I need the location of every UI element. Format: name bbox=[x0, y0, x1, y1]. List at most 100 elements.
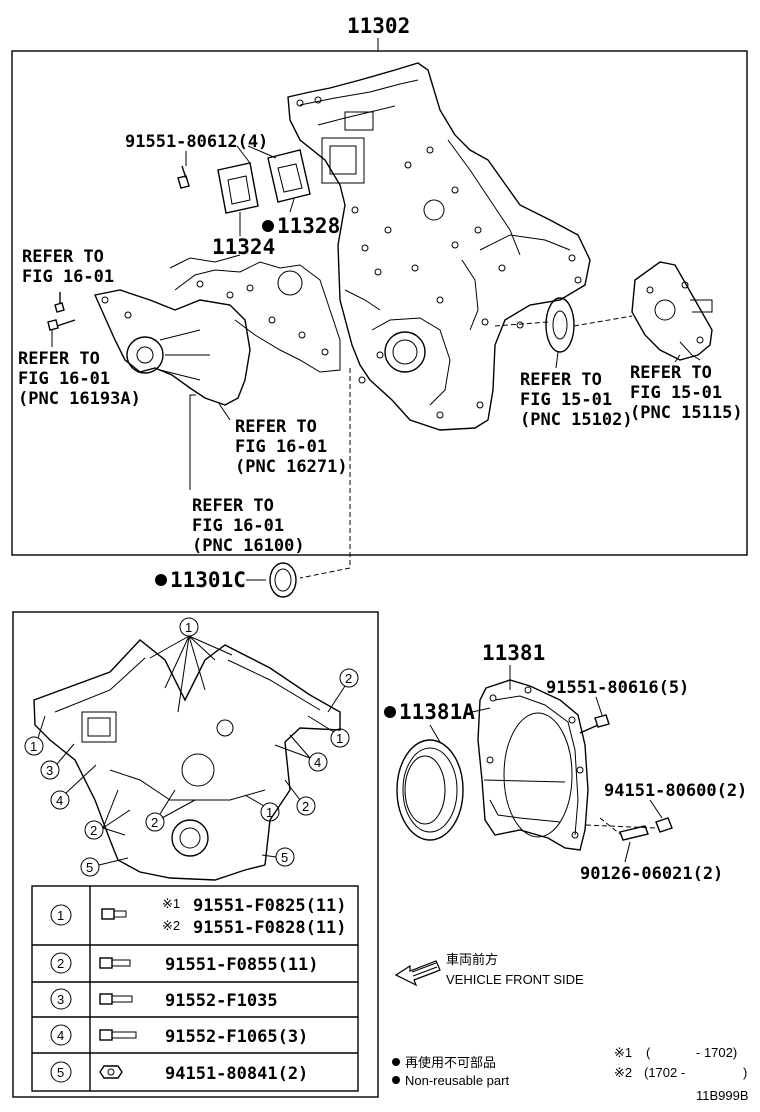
non-reusable-dot bbox=[392, 1058, 400, 1066]
label-11301c: 11301C bbox=[170, 568, 246, 592]
refer-c-line2: FIG 16-01 bbox=[235, 437, 327, 457]
bolt-91551-80616 bbox=[579, 714, 610, 734]
refer-e-line2: FIG 15-01 bbox=[520, 390, 612, 410]
refer-f-line1: REFER TO bbox=[630, 363, 712, 383]
non-reusable-dot bbox=[392, 1076, 400, 1084]
row-2-number: 2 bbox=[57, 956, 64, 971]
oil-seal-retainer bbox=[477, 679, 589, 851]
row-1-part-1: 91551-F0825(11) bbox=[193, 896, 347, 916]
nut-icon bbox=[99, 1065, 123, 1079]
oil-seal-11301c bbox=[269, 562, 297, 598]
oil-pump-rotor bbox=[545, 297, 575, 353]
svg-text:1: 1 bbox=[336, 731, 343, 746]
label-94151-80600: 94151-80600(2) bbox=[604, 781, 747, 801]
oil-pump-cover bbox=[631, 261, 713, 361]
refer-a-line1: REFER TO bbox=[22, 247, 104, 267]
date1-range: - 1702) bbox=[696, 1045, 737, 1060]
svg-text:2: 2 bbox=[90, 823, 97, 838]
refer-b-line3: (PNC 16193A) bbox=[18, 389, 141, 409]
row-4-part: 91552-F1065(3) bbox=[165, 1027, 308, 1047]
refer-d-line3: (PNC 16100) bbox=[192, 536, 305, 556]
date1-open: ( bbox=[646, 1045, 651, 1060]
svg-text:3: 3 bbox=[46, 763, 53, 778]
row-3-part: 91552-F1035 bbox=[165, 991, 278, 1011]
table-row: 5 94151-80841(2) bbox=[50, 1061, 308, 1084]
refer-f-line2: FIG 15-01 bbox=[630, 383, 722, 403]
bolt-callout-circles: 1 2 1 1 3 4 4 1 2 2 2 5 5 bbox=[24, 617, 359, 877]
bolt-table bbox=[31, 885, 359, 1092]
non-reusable-dot bbox=[155, 574, 167, 586]
bolt-icon bbox=[99, 1029, 137, 1041]
gasket-11328 bbox=[267, 149, 311, 203]
vehicle-front-arrow-icon bbox=[394, 960, 441, 987]
oil-seal-11381a bbox=[396, 739, 464, 841]
row-1-part-2: 91551-F0828(11) bbox=[193, 918, 347, 938]
refer-b-line2: FIG 16-01 bbox=[18, 369, 110, 389]
diagram-id: 11B999B bbox=[696, 1088, 749, 1103]
refer-d-line2: FIG 16-01 bbox=[192, 516, 284, 536]
bolt-91551-80612 bbox=[177, 165, 190, 189]
bolt-location-panel bbox=[12, 611, 379, 1098]
svg-text:4: 4 bbox=[314, 755, 321, 770]
row-4-number: 4 bbox=[57, 1028, 64, 1043]
svg-text:1: 1 bbox=[30, 739, 37, 754]
upper-panel-frame bbox=[11, 50, 748, 556]
label-11324: 11324 bbox=[212, 235, 275, 259]
table-row: 4 91552-F1065(3) bbox=[50, 1024, 308, 1047]
refer-e-line1: REFER TO bbox=[520, 370, 602, 390]
label-91551-80612: 91551-80612(4) bbox=[125, 132, 268, 152]
refer-a-line2: FIG 16-01 bbox=[22, 267, 114, 287]
svg-text:2: 2 bbox=[302, 799, 309, 814]
vehicle-front-jp: 車両前方 bbox=[446, 952, 498, 967]
row-3-number: 3 bbox=[57, 992, 64, 1007]
table-row: 2 91551-F0855(11) bbox=[50, 952, 319, 975]
svg-text:2: 2 bbox=[345, 671, 352, 686]
table-row: 1 ※1 91551-F0825(11) ※2 91551-F0828(11) bbox=[50, 896, 347, 938]
svg-text:2: 2 bbox=[151, 815, 158, 830]
date2-range: (1702 - bbox=[644, 1065, 685, 1080]
non-reusable-dot bbox=[384, 706, 396, 718]
nonreuse-en: Non-reusable part bbox=[405, 1073, 509, 1088]
refer-e-line3: (PNC 15102) bbox=[520, 410, 633, 430]
date1-mark: ※1 bbox=[614, 1045, 632, 1060]
nonreuse-jp: 再使用不可部品 bbox=[405, 1055, 496, 1070]
timing-cover-bolt-map bbox=[33, 639, 341, 881]
svg-text:1: 1 bbox=[266, 805, 273, 820]
non-reusable-dot bbox=[262, 220, 274, 232]
timing-chain-cover bbox=[287, 62, 591, 431]
row-5-part: 94151-80841(2) bbox=[165, 1064, 308, 1084]
refer-d-line1: REFER TO bbox=[192, 496, 274, 516]
row-5-number: 5 bbox=[57, 1065, 64, 1080]
svg-text:5: 5 bbox=[281, 850, 288, 865]
label-11381: 11381 bbox=[482, 641, 545, 665]
refer-c-line1: REFER TO bbox=[235, 417, 317, 437]
date2-mark: ※2 bbox=[614, 1065, 632, 1080]
svg-text:4: 4 bbox=[56, 793, 63, 808]
water-pump bbox=[94, 254, 341, 406]
date2-close: ) bbox=[743, 1065, 747, 1080]
label-90126-06021: 90126-06021(2) bbox=[580, 864, 723, 884]
vehicle-front-en: VEHICLE FRONT SIDE bbox=[446, 972, 584, 987]
row-2-part: 91551-F0855(11) bbox=[165, 955, 319, 975]
label-91551-80616: 91551-80616(5) bbox=[546, 678, 689, 698]
row-1-number: 1 bbox=[57, 908, 64, 923]
svg-text:1: 1 bbox=[185, 620, 192, 635]
callout-11302: 11302 bbox=[347, 14, 410, 38]
refer-f-line3: (PNC 15115) bbox=[630, 403, 743, 423]
row-1-mark-1: ※1 bbox=[162, 896, 180, 911]
label-11328: 11328 bbox=[277, 214, 340, 238]
bolt-icon bbox=[99, 957, 131, 969]
small-bolts-water-pump bbox=[47, 292, 76, 331]
refer-b-line1: REFER TO bbox=[18, 349, 100, 369]
row-1-mark-2: ※2 bbox=[162, 918, 180, 933]
nut-94151-80600 bbox=[655, 817, 673, 833]
label-11381a: 11381A bbox=[399, 700, 475, 724]
bolt-icon bbox=[99, 993, 133, 1005]
gasket-11324 bbox=[217, 162, 259, 214]
stud-bolt-90126-06021 bbox=[619, 825, 649, 841]
refer-c-line3: (PNC 16271) bbox=[235, 457, 348, 477]
table-row: 3 91552-F1035 bbox=[50, 988, 278, 1011]
svg-text:5: 5 bbox=[86, 860, 93, 875]
bolt-icon bbox=[101, 908, 127, 920]
